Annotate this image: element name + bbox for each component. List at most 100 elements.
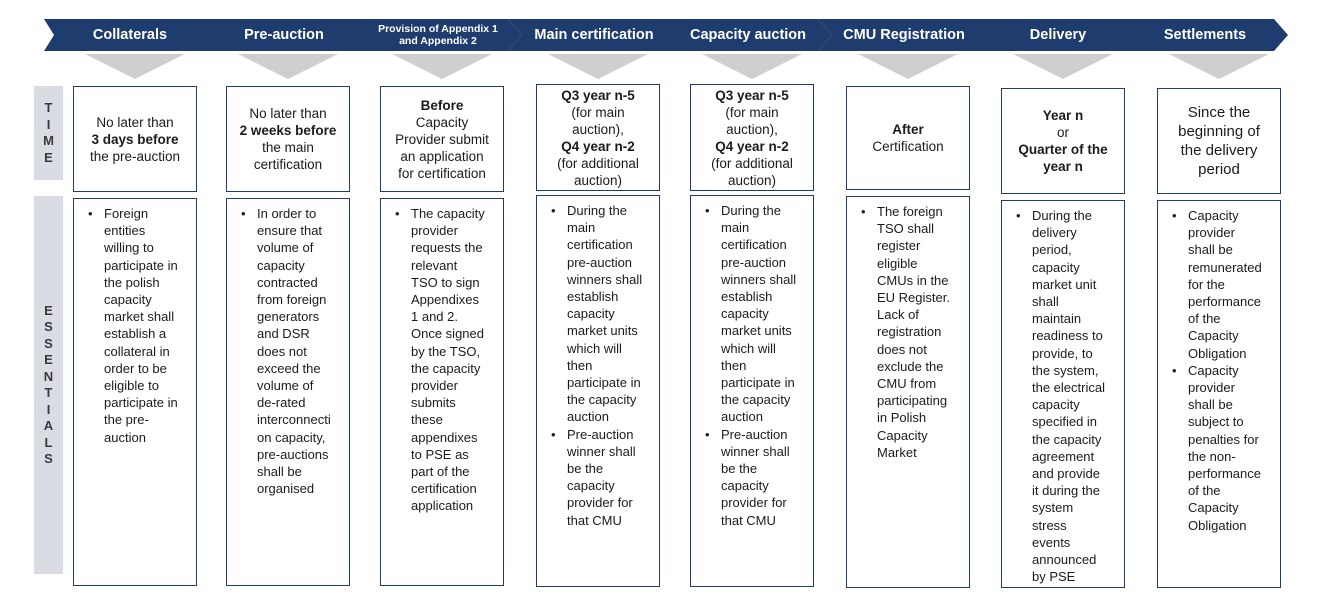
essentials-text: In order to ensure that volume of capaci… bbox=[257, 206, 331, 497]
stage-arrow-appendix: Provision of Appendix 1 and Appendix 2 bbox=[352, 19, 522, 51]
essentials-box-pre-auction: In order to ensure that volume of capaci… bbox=[226, 198, 350, 586]
time-line: 2 weeks before bbox=[239, 123, 337, 138]
essentials-letter: E bbox=[44, 302, 53, 318]
stage-arrow-settlements: Settlements bbox=[1120, 19, 1288, 51]
time-line: Year n bbox=[1042, 108, 1084, 123]
time-letter: I bbox=[46, 116, 51, 132]
time-line: Q3 year n-5 bbox=[715, 87, 789, 103]
essentials-text: Foreign entities willing to participate … bbox=[104, 206, 178, 445]
essentials-list: During the main certification pre-auctio… bbox=[699, 202, 807, 529]
funnel-main-certification bbox=[548, 54, 648, 79]
funnel-cmu-registration bbox=[858, 54, 958, 79]
time-line: No later than bbox=[96, 114, 174, 130]
essentials-box-collaterals: Foreign entities willing to participate … bbox=[73, 198, 197, 586]
time-letter: M bbox=[43, 133, 54, 148]
time-line: for certification bbox=[398, 165, 486, 181]
essentials-list: Capacity provider shall be remunerated f… bbox=[1166, 207, 1274, 534]
time-line: (for additional bbox=[557, 155, 639, 171]
time-line: year n bbox=[1043, 159, 1083, 174]
time-line: 3 days before bbox=[91, 131, 179, 147]
time-line: (for additional bbox=[711, 155, 793, 171]
time-line: certification bbox=[253, 157, 323, 172]
time-line: an application bbox=[400, 148, 484, 164]
funnel-pre-auction bbox=[238, 54, 338, 79]
time-line: Q4 year n-2 bbox=[715, 138, 789, 154]
stage-label: Collaterals bbox=[92, 27, 168, 43]
stage-arrow-delivery: Delivery bbox=[972, 19, 1142, 51]
time-box-settlements: Since the beginning of the delivery period bbox=[1157, 88, 1281, 194]
essentials-bullet: During the main certification pre-auctio… bbox=[699, 202, 807, 426]
time-line: period bbox=[1198, 161, 1240, 178]
essentials-letter: A bbox=[43, 418, 54, 433]
time-line: Capacity bbox=[415, 114, 469, 130]
essentials-text: Pre-auction winner shall be the capacity… bbox=[721, 426, 790, 528]
essentials-letter: L bbox=[44, 434, 53, 450]
essentials-letter: S bbox=[44, 319, 53, 334]
essentials-box-main-certification: During the main certification pre-auctio… bbox=[536, 195, 660, 587]
essentials-letter: I bbox=[46, 401, 51, 417]
time-line: the main bbox=[262, 140, 314, 155]
essentials-list: The foreign TSO shall register eligible … bbox=[855, 203, 963, 461]
time-line: Since the bbox=[1187, 104, 1251, 121]
time-letter: E bbox=[44, 149, 53, 165]
essentials-list: During the main certification pre-auctio… bbox=[545, 202, 653, 529]
essentials-bullet: Capacity provider shall be remunerated f… bbox=[1166, 207, 1274, 362]
essentials-text: During the main certification pre-auctio… bbox=[721, 203, 797, 425]
essentials-text: Capacity provider shall be subject to pe… bbox=[1188, 362, 1261, 533]
time-line: Certification bbox=[872, 139, 944, 154]
essentials-letter: T bbox=[44, 385, 53, 400]
essentials-bullet: The foreign TSO shall register eligible … bbox=[855, 203, 963, 461]
stage-label: CMU Registration bbox=[843, 27, 965, 43]
time-line: Provider submit bbox=[395, 131, 489, 147]
essentials-text: Pre-auction winner shall be the capacity… bbox=[567, 426, 636, 528]
essentials-text: The capacity provider requests the relev… bbox=[411, 206, 485, 514]
essentials-box-settlements: Capacity provider shall be remunerated f… bbox=[1157, 200, 1281, 588]
essentials-letter: S bbox=[44, 451, 53, 466]
stage-label: Delivery bbox=[1029, 27, 1087, 43]
time-line: the pre-auction bbox=[89, 148, 181, 164]
stage-arrow-capacity-auction: Capacity auction bbox=[662, 19, 832, 51]
stage-label: Pre-auction bbox=[244, 27, 324, 43]
essentials-text: The foreign TSO shall register eligible … bbox=[877, 204, 950, 460]
stage-arrow-pre-auction: Pre-auction bbox=[198, 19, 368, 51]
essentials-bullet: During the delivery period, capacity mar… bbox=[1010, 207, 1118, 585]
essentials-text: During the delivery period, capacity mar… bbox=[1032, 208, 1105, 585]
essentials-text: During the main certification pre-auctio… bbox=[567, 203, 643, 425]
essentials-bullet: During the main certification pre-auctio… bbox=[545, 202, 653, 426]
time-line: auction), bbox=[572, 121, 624, 137]
funnel-settlements bbox=[1169, 54, 1269, 79]
essentials-letter: N bbox=[43, 368, 54, 384]
funnel-appendix bbox=[392, 54, 492, 79]
essentials-bullet: Capacity provider shall be subject to pe… bbox=[1166, 362, 1274, 534]
time-line: After bbox=[892, 122, 924, 137]
essentials-box-cmu-registration: The foreign TSO shall register eligible … bbox=[846, 196, 970, 588]
essentials-bullet: Foreign entities willing to participate … bbox=[82, 205, 190, 446]
time-line: (for main bbox=[725, 104, 779, 120]
stage-label: Settlements bbox=[1163, 27, 1247, 43]
time-line: the delivery bbox=[1180, 142, 1258, 159]
time-line: beginning of bbox=[1178, 123, 1260, 140]
funnel-capacity-auction bbox=[702, 54, 802, 79]
essentials-bullet: Pre-auction winner shall be the capacity… bbox=[545, 426, 653, 529]
essentials-letter: S bbox=[44, 335, 53, 351]
time-line: or bbox=[1056, 125, 1069, 140]
time-line: Before bbox=[420, 97, 464, 113]
stage-arrow-cmu-registration: CMU Registration bbox=[818, 19, 988, 51]
essentials-box-appendix: The capacity provider requests the relev… bbox=[380, 198, 504, 586]
essentials-list: Foreign entities willing to participate … bbox=[82, 205, 190, 446]
time-line: Q4 year n-2 bbox=[561, 138, 635, 154]
stage-arrow-main-certification: Main certification bbox=[508, 19, 678, 51]
stage-label: Capacity auction bbox=[689, 27, 807, 43]
time-line: auction) bbox=[727, 172, 777, 188]
funnel-delivery bbox=[1013, 54, 1113, 79]
stage-arrow-collaterals: Collaterals bbox=[44, 19, 214, 51]
time-letter: T bbox=[44, 100, 53, 115]
